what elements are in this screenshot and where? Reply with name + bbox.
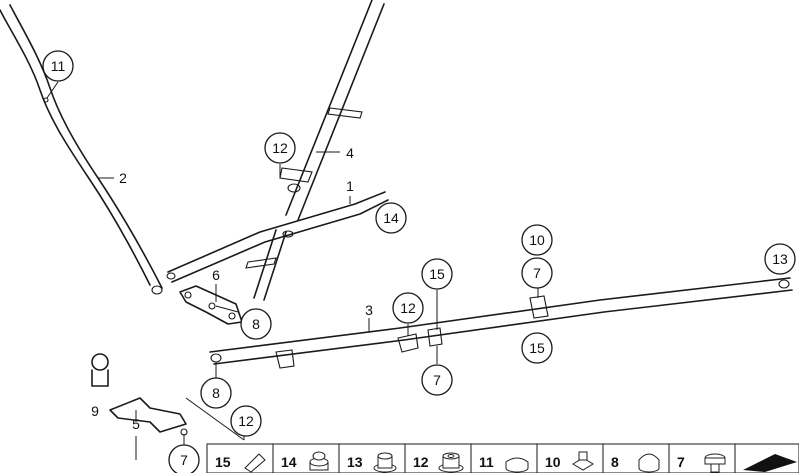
callout-number: 12	[272, 140, 288, 156]
callout-circle	[421, 364, 453, 396]
callout-number: 11	[51, 58, 66, 74]
callout-number: 6	[212, 267, 220, 283]
strut-part-1	[166, 191, 389, 283]
callout-c7c: 7	[168, 444, 200, 473]
callout-circle	[264, 132, 296, 164]
legend-number: 11	[479, 454, 494, 470]
callout-c8a: 8	[240, 308, 272, 340]
callout-number: 12	[400, 300, 416, 316]
legend-number: 14	[281, 454, 297, 470]
callout-number: 10	[529, 232, 545, 248]
cap-nut-icon	[505, 457, 529, 473]
square-nut-icon	[572, 451, 594, 471]
callout-c12c: 12	[230, 405, 262, 437]
legend-number: 7	[677, 454, 685, 470]
callout-number: 3	[365, 302, 373, 318]
callout-circle	[521, 224, 553, 256]
callout-number: 5	[132, 416, 140, 432]
legend-item-13: 13	[347, 452, 397, 473]
callout-c7b: 7	[421, 364, 453, 396]
callout-c14: 14	[375, 202, 407, 234]
legend-number: 13	[347, 454, 363, 470]
callout-c5: 5	[132, 416, 140, 432]
callout-number: 14	[383, 210, 399, 226]
callout-number: 1	[346, 178, 354, 194]
arrow-wedge-icon	[743, 454, 797, 472]
callout-number: 15	[529, 340, 545, 356]
legend-number: 12	[413, 454, 429, 470]
callout-circle	[392, 292, 424, 324]
callout-c6: 6	[212, 267, 220, 283]
brace-part-3	[209, 277, 793, 369]
legend-item-7: 7	[677, 453, 726, 473]
bracket-part-6	[179, 285, 243, 325]
push-nut-icon	[438, 452, 464, 473]
callout-number: 7	[533, 265, 541, 281]
callout-circle	[421, 258, 453, 290]
callout-c15b: 15	[521, 332, 553, 364]
callout-number: 13	[772, 251, 788, 267]
legend-item-15: 15	[215, 453, 266, 473]
callout-circle	[240, 308, 272, 340]
legend-number: 8	[611, 454, 619, 470]
strut-part-4	[245, 0, 385, 301]
hardware-legend: 15 14 13 12 11 10 8 7	[206, 443, 799, 473]
callout-c13: 13	[764, 243, 796, 275]
callout-c2: 2	[119, 170, 127, 186]
callout-number: 12	[238, 413, 254, 429]
callout-number: 8	[212, 385, 220, 401]
callout-circle	[168, 444, 200, 473]
legend-item-10: 10	[545, 451, 594, 471]
hex-nut-icon	[309, 451, 329, 471]
callout-circle	[375, 202, 407, 234]
callout-circle	[200, 377, 232, 409]
dome-nut-icon	[638, 453, 660, 473]
flange-nut-icon	[373, 452, 397, 473]
bolt-icon	[704, 453, 726, 473]
callout-c10: 10	[521, 224, 553, 256]
legend-number: 15	[215, 454, 231, 470]
grommet-part-9	[91, 353, 109, 387]
callout-c8b: 8	[200, 377, 232, 409]
legend-item-11: 11	[479, 454, 529, 473]
callout-circle	[42, 50, 74, 82]
callout-c11: 11	[42, 50, 74, 82]
callout-c7a: 7	[521, 257, 553, 289]
callout-c4: 4	[346, 145, 354, 161]
callout-c12b: 12	[392, 292, 424, 324]
callout-c1: 1	[346, 178, 354, 194]
legend-item-12: 12	[413, 452, 464, 473]
callout-c3: 3	[365, 302, 373, 318]
leader-lines	[46, 81, 539, 460]
callout-number: 7	[433, 372, 441, 388]
callout-number: 9	[91, 403, 99, 419]
callout-number: 15	[429, 266, 445, 282]
callout-number: 2	[119, 170, 127, 186]
callout-c9: 9	[91, 403, 99, 419]
strut-part-2	[0, 4, 163, 295]
callout-c12a: 12	[264, 132, 296, 164]
legend-item-8: 8	[611, 453, 660, 473]
callout-circle	[521, 257, 553, 289]
callout-number: 7	[180, 452, 188, 468]
callout-circle	[230, 405, 262, 437]
callout-c15a: 15	[421, 258, 453, 290]
bracket-part-5	[109, 397, 188, 436]
legend-item-14: 14	[281, 451, 329, 471]
clip-icon	[244, 453, 266, 473]
callout-labels: 11 12 4 2 1 14 6 8 10 7 13 15 3 12 15 7 8 9 5 12 7	[42, 50, 796, 473]
legend-number: 10	[545, 454, 561, 470]
callout-circle	[764, 243, 796, 275]
callout-number: 8	[252, 316, 260, 332]
callout-circle	[521, 332, 553, 364]
callout-number: 4	[346, 145, 354, 161]
